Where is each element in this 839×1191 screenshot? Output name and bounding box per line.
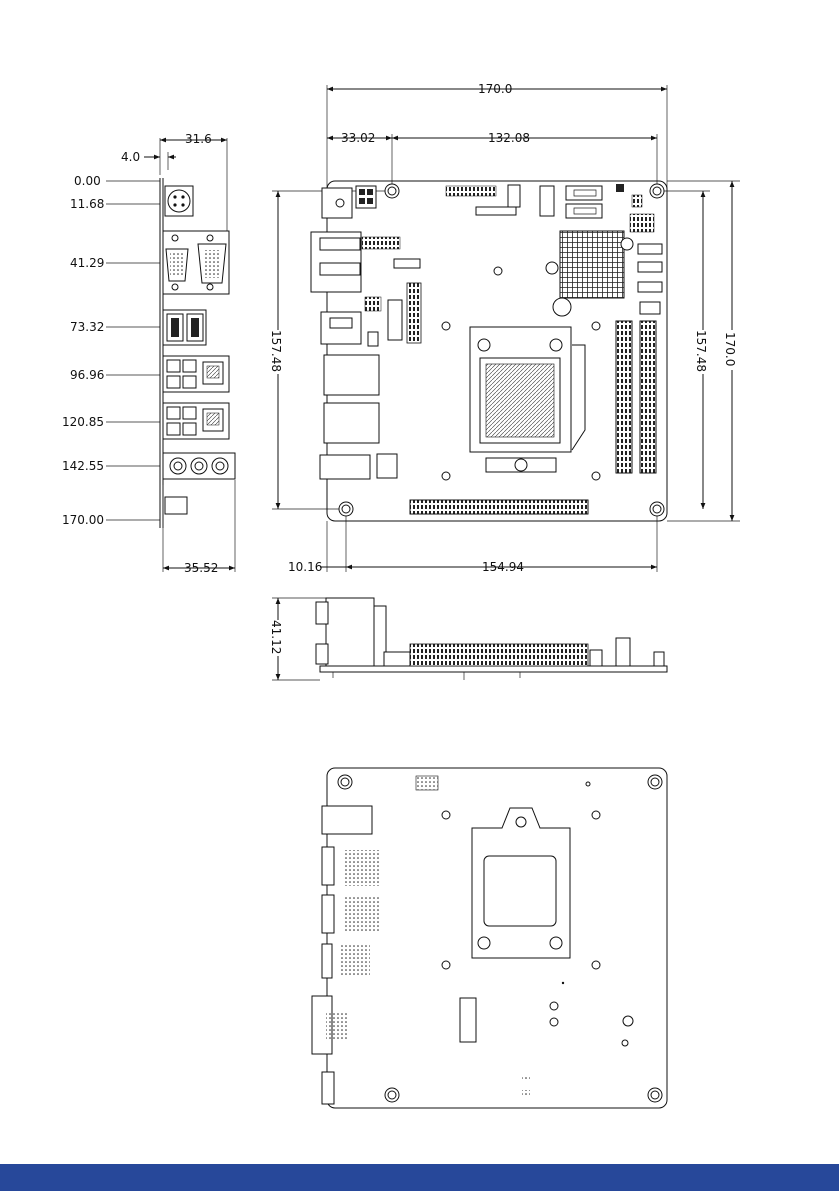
sata-ports xyxy=(566,186,602,218)
io-pos-label: 142.55 xyxy=(62,459,104,473)
dc-jack xyxy=(322,186,376,218)
cpu-backplate xyxy=(472,808,570,958)
vga-com-port xyxy=(163,231,229,294)
io-offset-label: 4.0 xyxy=(121,150,140,164)
vga-com-block xyxy=(311,232,400,292)
io-position-leaders xyxy=(106,181,160,520)
ps2-port xyxy=(165,186,193,216)
left-hole-span-label: 157.48 xyxy=(269,330,283,372)
lan-block-1 xyxy=(324,355,379,395)
board-top-view: 170.0 33.02 132.08 157.48 157.48 xyxy=(269,82,740,574)
overall-height-label: 170.0 xyxy=(723,332,737,366)
chipset-heatsink xyxy=(546,231,633,316)
io-pos-label: 170.00 xyxy=(62,513,104,527)
usb-lan-stack-1 xyxy=(163,356,229,392)
hdmi-dp-port xyxy=(163,310,206,345)
footer-bar xyxy=(0,1164,839,1191)
overall-width-label: 170.0 xyxy=(478,82,512,96)
io-bottom-width-dimension: 35.52 xyxy=(163,480,235,575)
audio-block xyxy=(320,455,370,479)
side-height-label: 41.12 xyxy=(269,620,283,654)
io-pos-label: 0.00 xyxy=(74,174,101,188)
bottom-hole-span-label: 154.94 xyxy=(482,560,524,574)
io-rear-view: 31.6 4.0 0.00 11.68 41.29 73.32 96.96 12… xyxy=(62,132,235,575)
hole-span-label: 132.08 xyxy=(488,131,530,145)
io-position-labels: 0.00 11.68 41.29 73.32 96.96 120.85 142.… xyxy=(62,174,104,527)
io-top-width-label: 31.6 xyxy=(185,132,212,146)
io-offset-dimension: 4.0 xyxy=(121,150,176,170)
cpu-socket xyxy=(470,327,585,472)
right-hole-span-label: 157.48 xyxy=(694,330,708,372)
io-pos-label: 120.85 xyxy=(62,415,104,429)
pcie-slot xyxy=(410,500,588,514)
bottom-hole-dimension: 10.16 154.94 xyxy=(288,509,657,574)
audio-jacks xyxy=(163,453,235,479)
io-bottom-width-label: 35.52 xyxy=(184,561,218,575)
right-hole-span-dimension: 157.48 xyxy=(657,191,711,509)
io-pos-label: 41.29 xyxy=(70,256,104,270)
io-pos-label: 96.96 xyxy=(70,368,104,382)
hole-offset-dimension: 33.02 132.08 xyxy=(327,131,657,188)
board-bottom-view xyxy=(312,768,667,1108)
internal-header xyxy=(407,283,421,343)
bottom-hole-offset-label: 10.16 xyxy=(288,560,322,574)
io-pos-label: 11.68 xyxy=(70,197,104,211)
io-top-width-dimension: 31.6 xyxy=(160,132,227,232)
bottom-board-outline xyxy=(327,768,667,1108)
pcb-edge xyxy=(320,666,667,672)
io-pos-label: 73.32 xyxy=(70,320,104,334)
hole-offset-label: 33.02 xyxy=(341,131,375,145)
dc-jack-side xyxy=(165,497,187,514)
lan-block-2 xyxy=(324,403,379,443)
usb-lan-stack-2 xyxy=(163,403,229,439)
board-side-view: 41.12 xyxy=(269,598,667,680)
dimm-slots xyxy=(616,321,656,473)
top-header xyxy=(446,186,496,196)
